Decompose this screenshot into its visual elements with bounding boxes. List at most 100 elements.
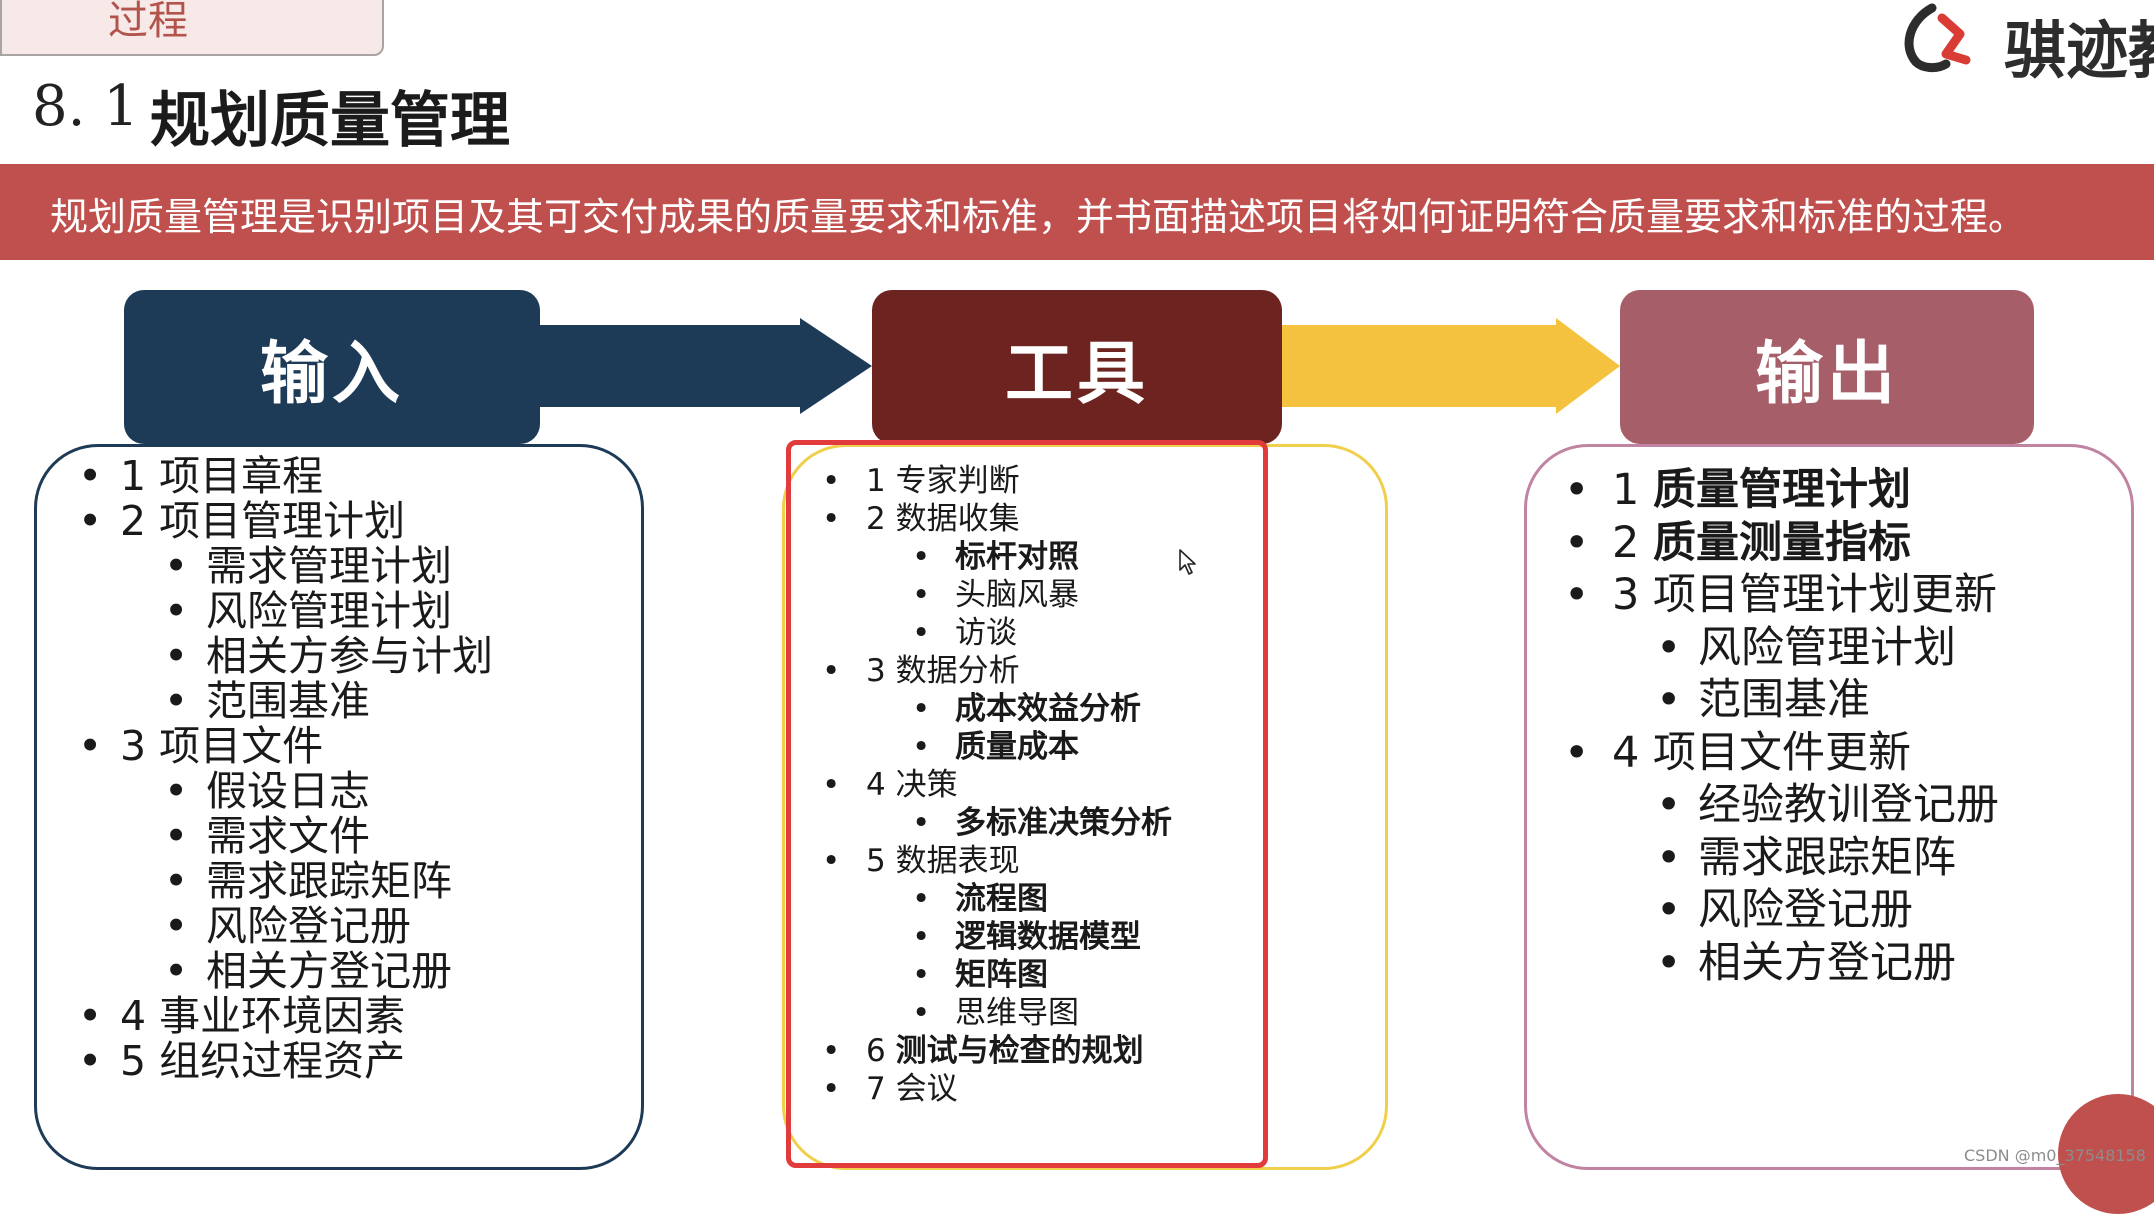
bullet-icon: • — [1564, 517, 1590, 568]
tools-item: •思维导图 — [820, 994, 1172, 1032]
bullet-icon: • — [912, 919, 931, 955]
bullet-icon: • — [78, 722, 103, 770]
tools-item-label: 2 数据收集 — [866, 501, 1020, 537]
tools-item: • 流程图 — [820, 880, 1172, 918]
inputs-item-label: 5 组织过程资产 — [120, 1037, 406, 1085]
bullet-icon: • — [78, 452, 103, 500]
outputs-item-label: 质量管理计划 — [1653, 465, 1912, 515]
tools-item: •7 会议 — [820, 1070, 1172, 1108]
inputs-item: • 3 项目文件 — [76, 724, 493, 769]
outputs-item: •范围基准 — [1562, 674, 1999, 727]
inputs-item: • 需求跟踪矩阵 — [76, 859, 493, 904]
outputs-item-label: 相关方登记册 — [1698, 937, 1956, 988]
tools-item: • 5 数据表现 — [820, 842, 1172, 880]
tools-item-label: 1 专家判断 — [866, 463, 1020, 499]
bullet-icon: • — [1656, 622, 1682, 673]
outputs-item-label: 风险管理计划 — [1698, 622, 1956, 673]
outputs-item-label: 3 项目管理计划更新 — [1612, 570, 1998, 620]
tools-header: 工具 — [872, 290, 1282, 444]
tools-panel — [782, 444, 1388, 1170]
tools-item-label: 逻辑数据模型 — [955, 919, 1141, 955]
outputs-item-label: 质量测量指标 — [1653, 517, 1912, 568]
bullet-icon: • — [78, 497, 103, 545]
bullet-icon: • — [822, 843, 841, 879]
tools-item-label: 4 决策 — [866, 767, 958, 803]
tools-highlight-frame — [786, 440, 1268, 1168]
inputs-header: 输入 — [124, 290, 540, 444]
inputs-item: • 相关方登记册 — [76, 949, 493, 994]
inputs-item: •风险管理计划 — [76, 589, 493, 634]
inputs-item: • 风险登记册 — [76, 904, 493, 949]
inputs-item: • 需求管理计划 — [76, 544, 493, 589]
section-number: 8. 1 — [32, 74, 139, 139]
outputs-list: •1 质量管理计划•2 质量测量指标•3 项目管理计划更新•风险管理计划•范围基… — [1562, 464, 1999, 989]
tools-item: • 3 数据分析 — [820, 652, 1172, 690]
bullet-icon: • — [912, 881, 931, 917]
outputs-item-label: 经验教训登记册 — [1698, 780, 1999, 830]
bullet-icon: • — [1656, 832, 1682, 883]
tools-item: •4 决策 — [820, 766, 1172, 804]
inputs-item: •4 事业环境因素 — [76, 994, 493, 1039]
brand-logo-text: 骐迹教 — [2004, 14, 2154, 87]
mouse-cursor-icon — [1179, 549, 1196, 575]
outputs-item: •风险登记册 — [1562, 884, 1999, 937]
process-arrows — [538, 318, 1620, 414]
outputs-item: •经验教训登记册 — [1562, 779, 1999, 832]
inputs-item-label: 风险登记册 — [206, 902, 411, 950]
inputs-item-label: 需求跟踪矩阵 — [206, 857, 452, 905]
tools-item-label: 流程图 — [955, 881, 1048, 917]
bullet-icon: • — [822, 653, 841, 689]
section-tab-label: 过程 — [108, 0, 188, 44]
bullet-icon: • — [164, 902, 189, 950]
inputs-item-label: 假设日志 — [206, 767, 370, 815]
tools-to-output-arrow — [1280, 318, 1620, 414]
bullet-icon: • — [912, 577, 931, 613]
outputs-item-label: 4 项目文件更新 — [1612, 727, 1912, 778]
bullet-icon: • — [912, 957, 931, 993]
bullet-icon: • — [1656, 885, 1682, 935]
inputs-item-label: 3 项目文件 — [120, 722, 324, 770]
tools-list: •1 专家判断•2 数据收集•标杆对照•头脑风暴•访谈•3 数据分析•成本效益分… — [820, 462, 1172, 1108]
tools-item-label: 访谈 — [955, 615, 1017, 651]
bullet-icon: • — [1564, 570, 1590, 620]
bullet-icon: • — [822, 1071, 841, 1107]
bullet-icon: • — [164, 857, 189, 905]
tools-item-label: 质量成本 — [955, 729, 1079, 765]
tools-item: •头脑风暴 — [820, 576, 1172, 614]
page-title: 规划质量管理 — [150, 86, 510, 156]
bullet-icon: • — [822, 1033, 841, 1069]
definition-text: 规划质量管理是识别项目及其可交付成果的质量要求和标准，并书面描述项目将如何证明符… — [50, 195, 2027, 239]
input-to-tools-arrow — [538, 318, 872, 414]
outputs-item: • 风险管理计划 — [1562, 622, 1999, 675]
brand-logo-icon — [1904, 3, 1971, 73]
outputs-item: • 相关方登记册 — [1562, 937, 1999, 990]
bullet-icon: • — [822, 463, 841, 499]
bullet-icon: • — [912, 615, 931, 651]
outputs-item-label: 需求跟踪矩阵 — [1698, 832, 1956, 883]
inputs-item-label: 相关方登记册 — [206, 947, 452, 995]
tools-item: • 1 专家判断 — [820, 462, 1172, 500]
tools-item: •成本效益分析 — [820, 690, 1172, 728]
inputs-item-label: 1 项目章程 — [120, 452, 324, 500]
section-tab: 过程 — [0, 0, 384, 56]
tools-item: •标杆对照 — [820, 538, 1172, 576]
outputs-panel — [1524, 444, 2134, 1170]
bullet-icon: • — [164, 947, 189, 995]
bullet-icon: • — [164, 542, 189, 590]
bullet-icon: • — [1656, 937, 1682, 988]
bullet-icon: • — [164, 812, 189, 860]
inputs-item-label: 需求管理计划 — [206, 542, 452, 590]
inputs-item: •范围基准 — [76, 679, 493, 724]
bullet-icon: • — [822, 501, 841, 537]
tools-item-label: 3 数据分析 — [866, 653, 1020, 689]
tools-item-label: 成本效益分析 — [955, 691, 1141, 727]
inputs-item-label: 风险管理计划 — [206, 587, 452, 635]
outputs-item: • 3 项目管理计划更新 — [1562, 569, 1999, 622]
tools-item-label: 矩阵图 — [955, 957, 1048, 993]
bullet-icon: • — [164, 677, 189, 725]
outputs-item-label: 范围基准 — [1698, 675, 1870, 725]
bullet-icon: • — [1564, 727, 1590, 778]
tools-item: • 2 数据收集 — [820, 500, 1172, 538]
inputs-item: •2 项目管理计划 — [76, 499, 493, 544]
tools-item-label: 5 数据表现 — [866, 843, 1020, 879]
